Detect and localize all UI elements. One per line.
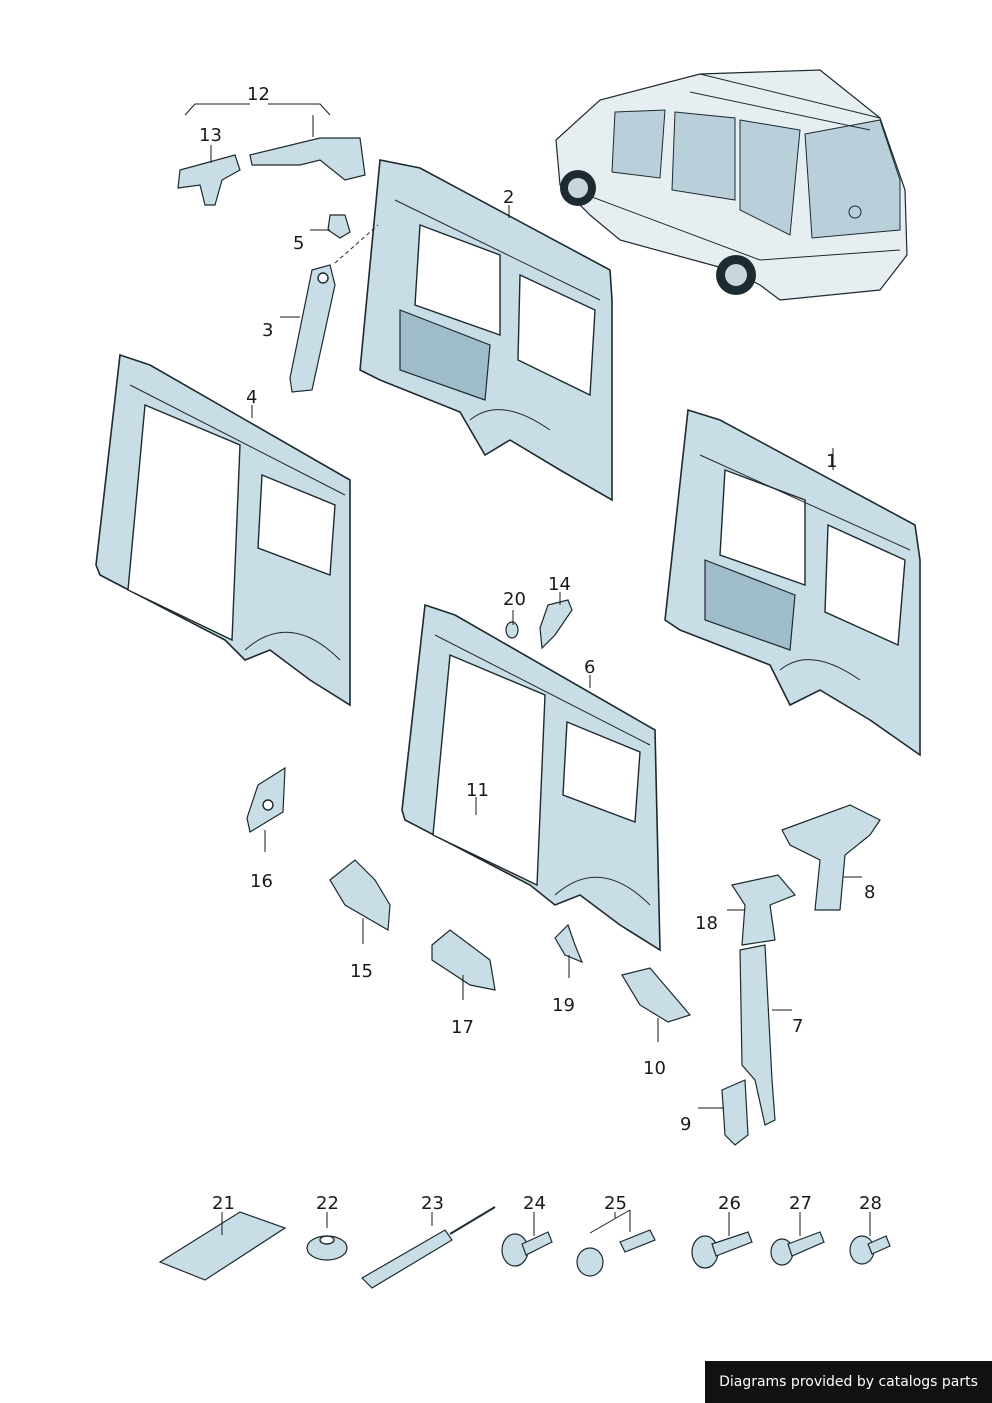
callout-15: 15 [350, 961, 373, 982]
part-13-bracket [177, 154, 241, 206]
callout-21: 21 [212, 1193, 235, 1214]
part-17-bracket [431, 929, 496, 991]
callout-8: 8 [864, 882, 875, 903]
callout-16: 16 [250, 871, 273, 892]
part-7-pillar [739, 944, 776, 1126]
part-2-side-panel [359, 159, 613, 502]
part-8-reinforcement [781, 804, 881, 911]
callout-22: 22 [316, 1193, 339, 1214]
attribution-text: Diagrams provided by catalogs parts [719, 1374, 978, 1390]
callout-17: 17 [451, 1017, 474, 1038]
part-27-fastener [770, 1231, 825, 1266]
callout-19: 19 [552, 995, 575, 1016]
part-22-bushing [306, 1235, 348, 1261]
callout-2: 2 [503, 187, 514, 208]
part-1-side-panel [664, 408, 921, 757]
callout-9: 9 [680, 1114, 691, 1135]
callout-26: 26 [718, 1193, 741, 1214]
callout-1: 1 [826, 451, 837, 472]
part-9-bracket [721, 1079, 749, 1146]
part-6-side-panel [401, 603, 661, 952]
part-25-fastener [576, 1229, 656, 1277]
part-18-reinforcement [731, 874, 796, 946]
part-20-nut [505, 621, 519, 639]
part-5-clip [327, 214, 351, 239]
callout-11: 11 [466, 780, 489, 801]
leader-lines [184, 103, 871, 1236]
callout-10: 10 [643, 1058, 666, 1079]
part-28-fastener [849, 1235, 891, 1265]
callout-4: 4 [246, 387, 257, 408]
callout-7: 7 [792, 1016, 803, 1037]
vehicle-illustration [555, 69, 908, 301]
callout-25: 25 [604, 1193, 627, 1214]
callout-27: 27 [789, 1193, 812, 1214]
callout-14: 14 [548, 574, 571, 595]
callout-28: 28 [859, 1193, 882, 1214]
part-15-bracket [329, 859, 391, 931]
part-14-bracket [539, 599, 573, 650]
callout-20: 20 [503, 589, 526, 610]
part-23-tube [361, 1206, 496, 1289]
callout-13: 13 [199, 125, 222, 146]
part-3-pillar [289, 264, 336, 393]
callout-labels: 1 2 3 4 5 6 7 8 9 10 11 12 13 14 15 16 1… [199, 84, 882, 1214]
callout-18: 18 [695, 913, 718, 934]
callout-12: 12 [247, 84, 270, 105]
callout-5: 5 [293, 233, 304, 254]
callout-23: 23 [421, 1193, 444, 1214]
part-10-bracket [621, 967, 692, 1023]
callout-3: 3 [262, 320, 273, 341]
part-26-fastener [691, 1231, 753, 1269]
part-19-bracket [554, 923, 584, 964]
callout-6: 6 [584, 657, 595, 678]
part-24-fastener [501, 1231, 553, 1267]
callout-24: 24 [523, 1193, 546, 1214]
part-21-sheet [158, 1211, 287, 1281]
part-12-reinforcement [249, 137, 366, 181]
attribution-banner: Diagrams provided by catalogs parts [705, 1361, 992, 1403]
part-16-bracket [246, 766, 286, 833]
part-4-side-panel [95, 353, 351, 707]
